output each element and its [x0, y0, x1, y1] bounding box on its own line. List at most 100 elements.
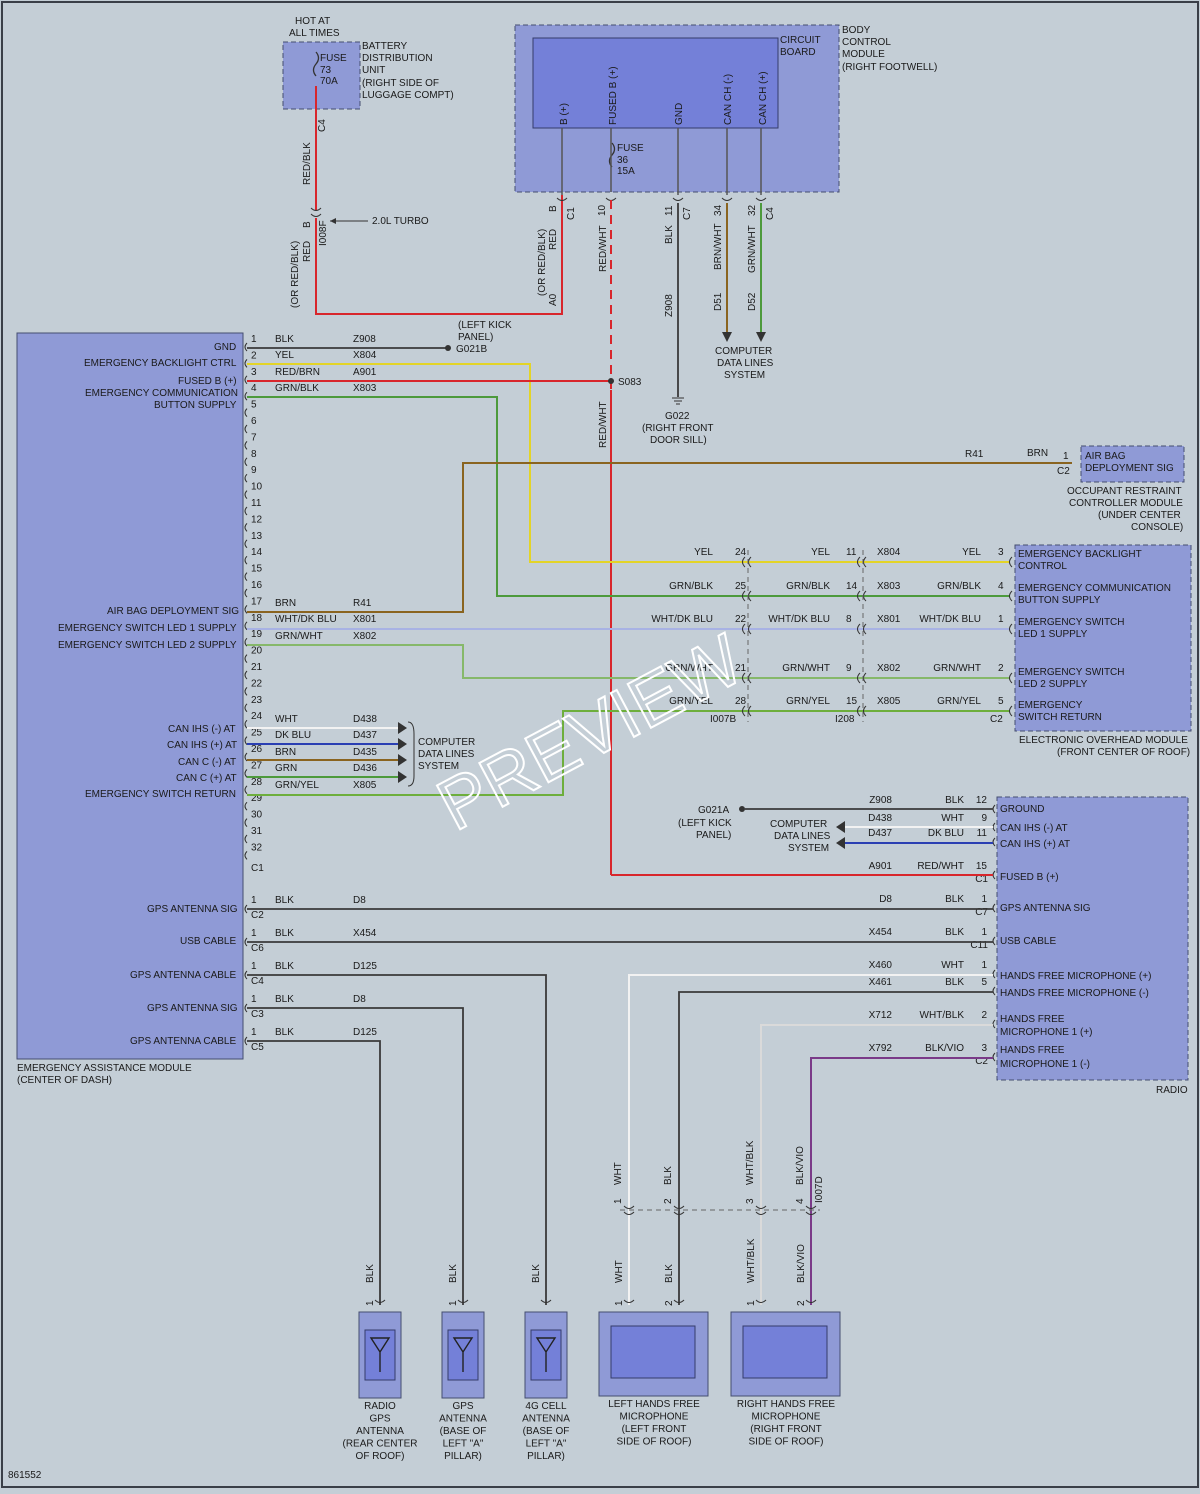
eam-gps-cable-c5: GPS ANTENNA CABLE	[130, 1036, 236, 1047]
eam-lower-conn: C5	[251, 1042, 264, 1053]
eam-w18-color: WHT/DK BLU	[275, 614, 337, 625]
radio-circuit: D438	[868, 813, 892, 824]
radio-wire-color: WHT/BLK	[920, 1010, 965, 1021]
antenna-name: ANTENNA	[439, 1414, 487, 1425]
eam-fused-b: FUSED B (+)	[178, 376, 237, 387]
battery-distribution-unit: HOT AT ALL TIMES FUSE 73 70A BATTERY DIS…	[282, 16, 454, 110]
pin-curl	[244, 654, 248, 663]
eam-pin-31: 31	[251, 826, 263, 837]
bcm-cdl-label: COMPUTER DATA LINES SYSTEM	[715, 346, 774, 381]
fuse73-amp: 70A	[320, 76, 338, 87]
eam-pin-22: 22	[251, 678, 263, 689]
eom-row-p3: 2	[998, 663, 1004, 674]
bcm-pin-b: B (+)	[559, 103, 570, 125]
eom-row-c2: YEL	[811, 547, 830, 558]
pin-curl	[244, 851, 248, 860]
radio-wire-color: WHT	[941, 960, 964, 971]
eam-button-supply: BUTTON SUPPLY	[154, 400, 237, 411]
wire-blk-gnd: BLK	[664, 225, 675, 244]
pin-curl	[244, 605, 248, 614]
eom-c2: C2	[990, 714, 1003, 725]
wire-d51: D51	[713, 292, 724, 311]
radio-circuit: X454	[869, 927, 893, 938]
eam-pin-7: 7	[251, 432, 257, 443]
eam-lower-pin: 1	[251, 994, 257, 1005]
fuse36-num: 36	[617, 155, 629, 166]
eam-pin-20: 20	[251, 646, 263, 657]
eom-row-p2: 8	[846, 614, 852, 625]
pin-curl	[244, 539, 248, 549]
svg-text:DATA LINES: DATA LINES	[717, 358, 774, 369]
eam-airbag-sig: AIR BAG DEPLOYMENT SIG	[107, 606, 239, 617]
svg-text:CAN IHS (-) AT: CAN IHS (-) AT	[1000, 823, 1068, 834]
bcm-pin-can-plus: CAN CH (+)	[758, 71, 769, 125]
bcm-label-3: MODULE	[842, 49, 885, 60]
radio-pin: 9	[981, 813, 987, 824]
antenna-name: 4G CELL	[525, 1401, 567, 1412]
inline-pin: 1	[613, 1198, 624, 1204]
pin-curl	[244, 637, 248, 647]
eom-row-x: X805	[877, 696, 901, 707]
svg-text:G022: G022	[665, 411, 690, 422]
eam-w28-color: GRN/YEL	[275, 780, 319, 791]
eam-lower-pin: 1	[251, 895, 257, 906]
eom-row-c2: GRN/BLK	[786, 581, 830, 592]
eam-pin-32: 32	[251, 842, 263, 853]
mic-name: MICROPHONE	[620, 1412, 689, 1423]
radio-circuit: X792	[869, 1043, 893, 1054]
eam-emerg-comm: EMERGENCY COMMUNICATION	[85, 388, 238, 399]
antenna-name: GPS	[452, 1401, 473, 1412]
svg-text:OCCUPANT RESTRAINT: OCCUPANT RESTRAINT	[1067, 486, 1182, 497]
eom-row-p1: 25	[735, 581, 747, 592]
bdu-label: BATTERY DISTRIBUTION UNIT (RIGHT SIDE OF…	[362, 41, 454, 101]
eom-row-x: X803	[877, 581, 901, 592]
airbag-brn: BRN	[1027, 448, 1048, 459]
wire-red-blk: RED/BLK	[302, 142, 313, 185]
pin-curl	[244, 359, 248, 368]
svg-text:EMERGENCY SWITCH: EMERGENCY SWITCH	[1018, 617, 1125, 628]
bcm-label-1: BODY	[842, 25, 871, 36]
radio-wire-color: BLK	[945, 894, 964, 905]
antenna-name: LEFT "A"	[526, 1439, 567, 1450]
bcm-label-2: CONTROL	[842, 37, 891, 48]
eam-gps-cable-c4: GPS ANTENNA CABLE	[130, 970, 236, 981]
svg-text:RADIO: RADIO	[1156, 1085, 1188, 1096]
eom-row-c2: GRN/YEL	[786, 696, 830, 707]
bcm-conn-c1: C1	[566, 207, 577, 220]
svg-text:CONTROL: CONTROL	[1018, 561, 1067, 572]
eam-lower-color: BLK	[275, 928, 294, 939]
inline-color: WHT/BLK	[745, 1140, 756, 1185]
eam-led2: EMERGENCY SWITCH LED 2 SUPPLY	[58, 640, 237, 651]
svg-text:SWITCH RETURN: SWITCH RETURN	[1018, 712, 1102, 723]
radio-left-kick: (LEFT KICK PANEL)	[678, 818, 732, 841]
eam-pin-28: 28	[251, 777, 263, 788]
wire-d52: D52	[747, 292, 758, 311]
radio-wire-color: BLK	[945, 977, 964, 988]
eom-row-c3: GRN/YEL	[937, 696, 981, 707]
radio-circuit: A901	[869, 861, 893, 872]
radio-pin: 15	[976, 861, 988, 872]
connector-i208: I208	[835, 714, 855, 725]
svg-text:COMPUTER: COMPUTER	[418, 737, 475, 748]
eam-location: (CENTER OF DASH)	[17, 1075, 112, 1086]
inline-pin: 2	[663, 1198, 674, 1204]
pin-curl	[244, 801, 248, 811]
antenna-name: PILLAR)	[444, 1451, 482, 1462]
connector-i007b: I007B	[710, 714, 736, 725]
eom-row-p3: 3	[998, 547, 1004, 558]
mic-p1: 1	[614, 1300, 625, 1306]
svg-text:COMPUTER: COMPUTER	[715, 346, 772, 357]
g021a: G021A	[698, 805, 729, 816]
eam-lower-conn: C4	[251, 976, 264, 987]
radio-pin: 3	[981, 1043, 987, 1054]
inline-color: BLK	[663, 1166, 674, 1185]
eam-w2-circuit: X804	[353, 350, 377, 361]
eam-w26-circuit: D435	[353, 747, 377, 758]
svg-text:AIR BAG: AIR BAG	[1085, 451, 1126, 462]
eam-pin-13: 13	[251, 531, 263, 542]
svg-text:DATA LINES: DATA LINES	[774, 831, 831, 842]
eam-w26-color: BRN	[275, 747, 296, 758]
